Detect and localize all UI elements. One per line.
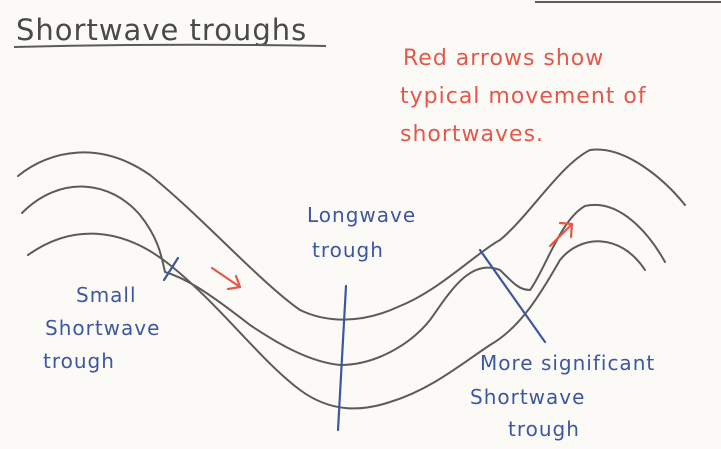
small-shortwave-label-line-2: Shortwave [45, 316, 160, 340]
note-line-2: typical movement of [400, 84, 647, 109]
red-arrow-icon [210, 266, 242, 291]
small-shortwave-trough-axis [162, 256, 180, 282]
small-shortwave-label-line-1: Small [76, 283, 137, 307]
diagram-title: Shortwave troughs [16, 13, 307, 47]
significant-shortwave-label-line-3: trough [508, 417, 580, 441]
trough-labels: Longwave trough Small Shortwave trough M… [43, 203, 655, 441]
note-line-1: Red arrows show [403, 46, 604, 71]
significant-shortwave-trough-axis [478, 248, 547, 344]
longwave-label-line-2: trough [312, 238, 384, 262]
note-line-3: shortwaves. [400, 122, 544, 147]
movement-arrows [210, 221, 574, 291]
title-underline [13, 43, 327, 48]
red-arrow-icon [548, 221, 574, 248]
longwave-label-line-1: Longwave [307, 203, 416, 227]
trough-axes [162, 248, 547, 432]
small-shortwave-label-line-3: trough [43, 349, 115, 373]
significant-shortwave-label-line-2: Shortwave [470, 385, 585, 409]
contour-line-lower [27, 232, 646, 410]
longwave-trough-axis [336, 284, 348, 432]
movement-note: Red arrows show typical movement of shor… [400, 46, 647, 147]
contour-line-upper [17, 148, 686, 321]
significant-shortwave-label-line-1: More significant [480, 351, 655, 375]
